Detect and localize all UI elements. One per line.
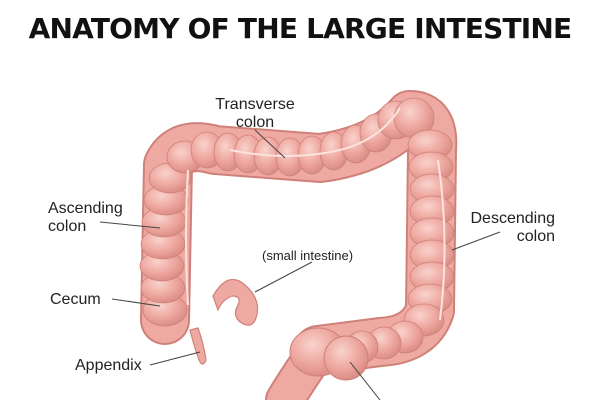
colon-body xyxy=(139,90,458,375)
transverse-label-line1: Transverse xyxy=(215,96,295,113)
haustra-segments xyxy=(139,97,455,364)
small-intestine-label: (small intestine) xyxy=(262,248,354,263)
leader-lines xyxy=(99,129,501,400)
descending-label-line2: colon xyxy=(516,228,555,245)
transverse-colon-label: Transverse colon xyxy=(205,96,305,132)
small-intestine-shape xyxy=(212,278,259,326)
sigmoid-colon xyxy=(265,327,369,400)
ascending-label-line1: Ascending xyxy=(48,200,123,217)
taenia-bands xyxy=(185,107,446,321)
diagram-title: ANATOMY OF THE LARGE INTESTINE xyxy=(28,12,573,45)
appendix-label: Appendix xyxy=(75,357,142,374)
cecum-label: Cecum xyxy=(50,291,101,308)
ascending-label-line2: colon xyxy=(48,218,87,235)
transverse-label-line2: colon xyxy=(235,114,275,131)
ascending-colon-label: Ascending colon xyxy=(48,200,123,236)
appendix-shape xyxy=(189,327,207,365)
descending-label-line1: Descending xyxy=(470,210,556,227)
descending-colon-label: Descending colon xyxy=(455,210,556,246)
